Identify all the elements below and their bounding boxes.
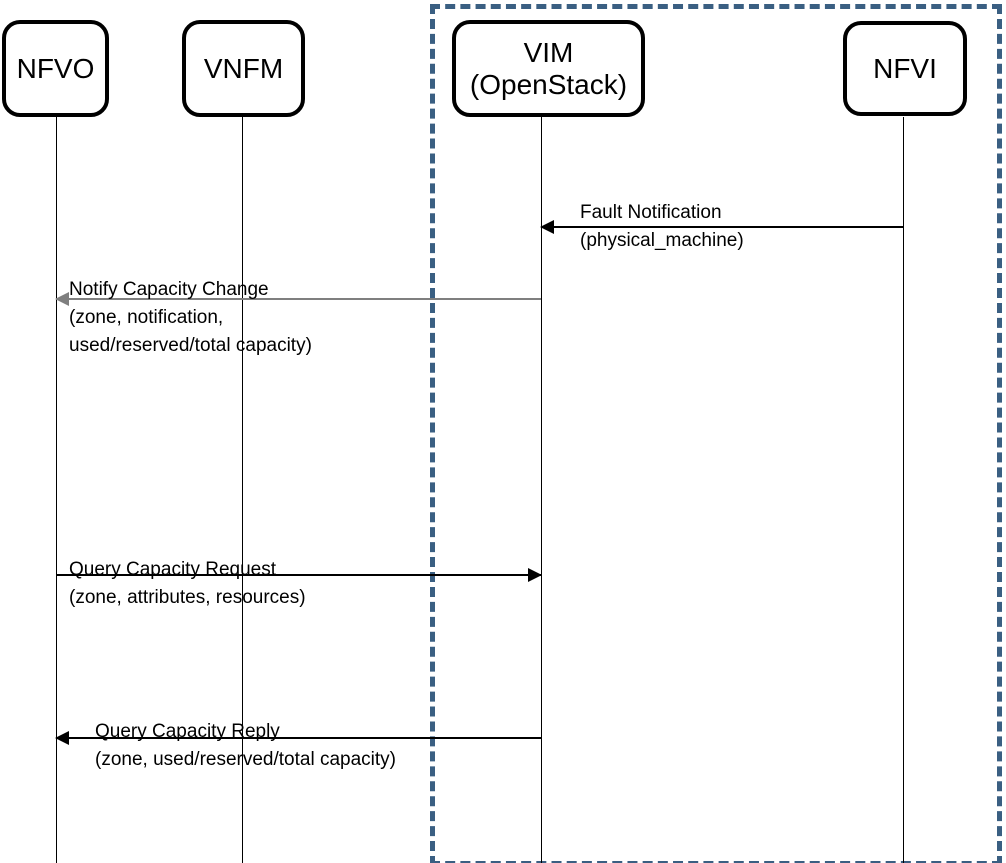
message-label-fault-notification: Fault Notification (physical_machine)	[580, 202, 744, 252]
arrowhead-icon	[55, 292, 69, 306]
actor-box-nfvi[interactable]: NFVI	[843, 21, 967, 116]
message-label-notify-capacity-change: Notify Capacity Change (zone, notificati…	[69, 279, 312, 357]
lifeline-vim	[541, 117, 542, 863]
actor-label-vnfm: VNFM	[203, 52, 284, 84]
message-label-query-capacity-request: Query Capacity Request (zone, attributes…	[69, 559, 306, 609]
nfvi-boundary-box	[430, 4, 1002, 863]
actor-label-nfvo: NFVO	[16, 52, 95, 84]
actor-label-nfvi: NFVI	[873, 52, 937, 84]
message-arrow-notify-capacity-change[interactable]	[55, 292, 541, 306]
message-label-query-capacity-reply: Query Capacity Reply (zone, used/reserve…	[95, 721, 396, 771]
message-line	[56, 737, 541, 739]
message-arrow-fault-notification[interactable]	[540, 220, 903, 234]
arrowhead-icon	[528, 568, 542, 582]
actor-box-vnfm[interactable]: VNFM	[182, 20, 305, 117]
arrowhead-icon	[540, 220, 554, 234]
lifeline-nfvi	[903, 117, 904, 863]
lifeline-nfvo	[56, 117, 57, 863]
actor-label-vim: VIM (OpenStack)	[469, 37, 628, 100]
message-line	[56, 298, 541, 300]
actor-box-nfvo[interactable]: NFVO	[2, 20, 109, 117]
message-arrow-query-capacity-request[interactable]	[56, 568, 542, 582]
lifeline-vnfm	[242, 117, 243, 863]
actor-box-vim[interactable]: VIM (OpenStack)	[452, 20, 645, 117]
arrowhead-icon	[55, 731, 69, 745]
message-line	[541, 226, 903, 228]
message-line	[56, 574, 541, 576]
message-arrow-query-capacity-reply[interactable]	[55, 731, 541, 745]
